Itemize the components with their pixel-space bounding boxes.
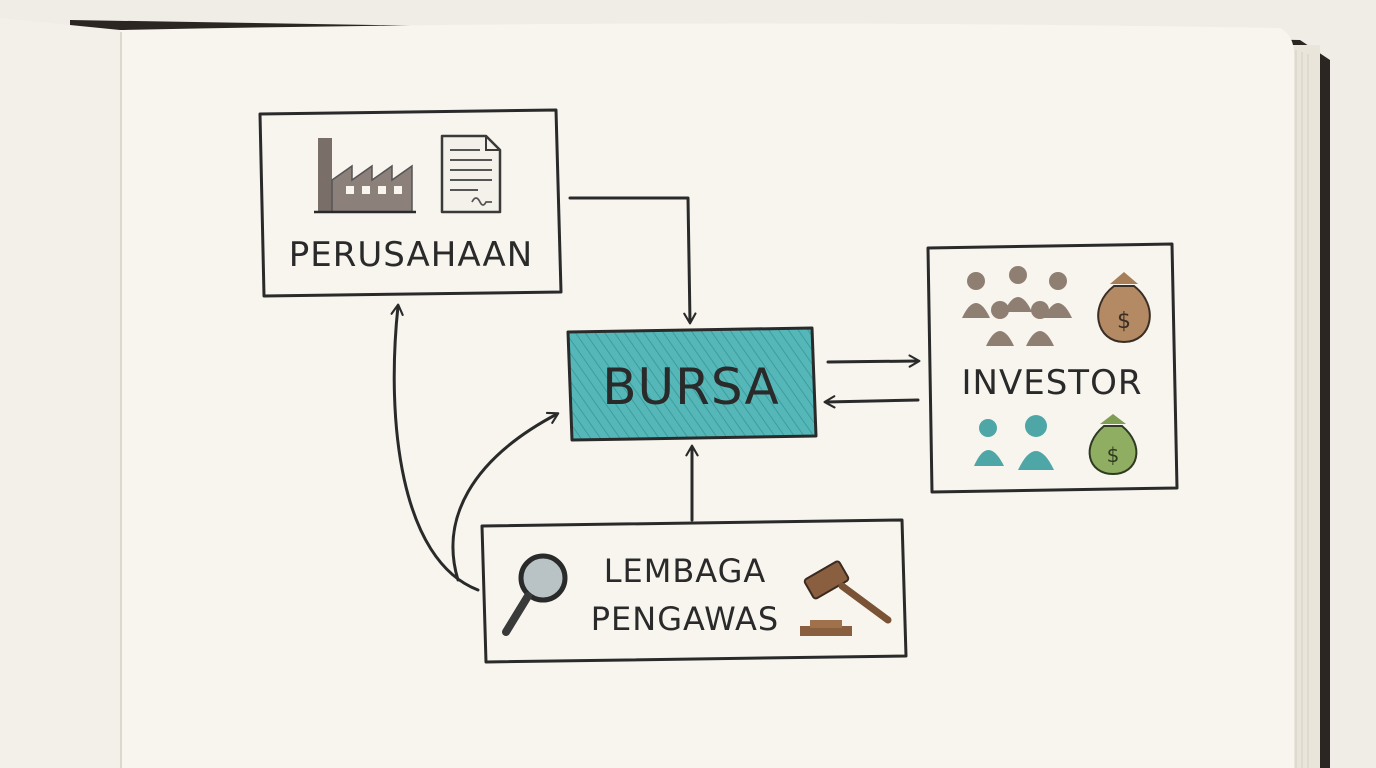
bursa-label: BURSA xyxy=(602,358,780,416)
people-group-icon xyxy=(962,266,1072,346)
lembaga-label-line1: LEMBAGA xyxy=(604,552,767,590)
factory-icon xyxy=(314,138,416,214)
svg-text:$: $ xyxy=(1107,443,1120,467)
document-icon xyxy=(440,134,502,214)
edge-bursa-to-investor xyxy=(826,354,921,368)
edges xyxy=(390,196,921,592)
node-bursa: BURSA xyxy=(566,326,818,442)
gavel-icon xyxy=(800,560,892,636)
node-lembaga-pengawas: LEMBAGA PENGAWAS xyxy=(480,518,908,664)
node-perusahaan: PERUSAHAAN xyxy=(258,108,563,298)
perusahaan-label: PERUSAHAAN xyxy=(289,235,533,275)
edge-investor-to-bursa xyxy=(823,395,920,409)
left-page xyxy=(0,18,120,768)
magnifier-icon xyxy=(502,553,568,636)
edge-perusahaan-to-bursa xyxy=(568,196,697,325)
node-investor: $ INVESTOR $ xyxy=(926,242,1179,494)
people-teal-icon xyxy=(974,415,1054,470)
edge-lembaga-to-perusahaan xyxy=(390,303,480,592)
investor-label: INVESTOR xyxy=(962,363,1143,403)
money-bag-icon: $ xyxy=(1097,272,1151,344)
money-bag-green-icon: $ xyxy=(1088,414,1138,476)
svg-text:$: $ xyxy=(1117,309,1131,334)
lembaga-label-line2: PENGAWAS xyxy=(591,600,779,638)
edge-lembaga-to-bursa-curve xyxy=(451,411,560,582)
